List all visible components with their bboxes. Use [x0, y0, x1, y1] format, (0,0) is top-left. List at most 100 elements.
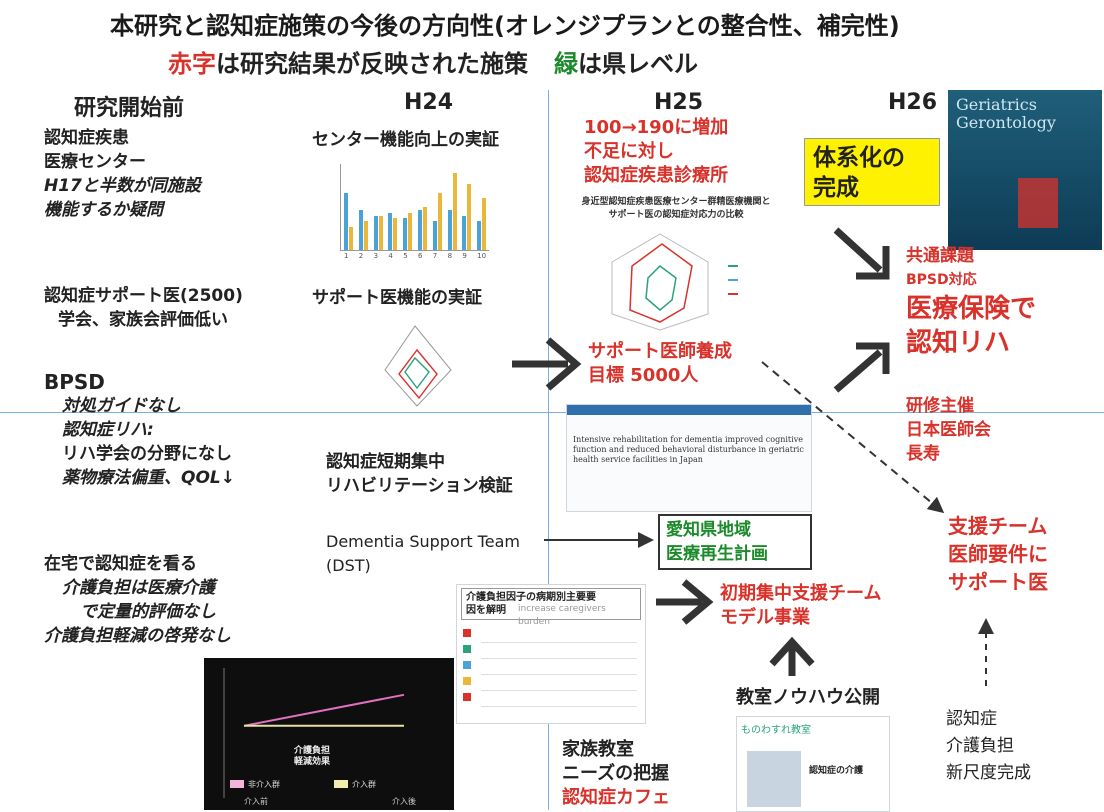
common-line1: 共通課題 [906, 246, 974, 266]
initial-team-line1: 初期集中支援チーム [720, 583, 882, 604]
bar-chart-tick-label: 5 [403, 252, 408, 260]
burden-title-1: 介護負担因子の病期別主要要 [466, 592, 596, 603]
bar-chart-bar [432, 221, 437, 250]
bar-chart-bar [373, 215, 378, 250]
bar-chart-bar [344, 192, 348, 250]
pre-center-line3: H17と半数が同施設 [44, 176, 201, 196]
h24-rehab-line1: 認知症短期集中 [326, 452, 445, 472]
h25-increase-line2: 不足に対し [584, 141, 674, 162]
h25-increase-block: 100→190に増加 不足に対し 認知症疾患診療所 [584, 116, 728, 188]
pre-center-line4: 機能するか疑問 [44, 200, 163, 220]
h24-center-label: センター機能向上の実証 [312, 130, 499, 150]
bar-chart-tick-label: 10 [477, 252, 487, 260]
bar-chart-bar [403, 218, 408, 250]
support-team-block: 支援チーム 医師要件に サポート医 [948, 512, 1048, 596]
arrow-up-to-initial-team [769, 636, 815, 676]
pre-center-block: 認知症疾患 医療センター H17と半数が同施設 機能するか疑問 [44, 126, 201, 222]
paper-line1: Intensive rehabilitation for dementia im… [573, 435, 803, 444]
dark-line-chart: 介護負担 軽減効果 非介入群 介入群 介入前 介入後 [204, 658, 454, 810]
bar-chart-bar [388, 212, 393, 250]
pre-support-block: 認知症サポート医(2500) 学会、家族会評価低い [44, 284, 243, 332]
pre-center-line2: 医療センター [44, 152, 146, 172]
systematize-line2: 完成 [813, 175, 859, 201]
dark-legend-swatch-2 [334, 780, 348, 788]
h25-support-train-block: サポート医師養成 目標 5000人 [588, 340, 732, 388]
burden-title: 介護負担因子の病期別主要要 因を解明 increase caregivers b… [461, 588, 641, 627]
common-line3: 医療保険で [906, 294, 1037, 324]
horizontal-divider [0, 412, 1104, 413]
team-line2: 医師要件に [948, 542, 1048, 566]
burden-title-2: 因を解明 [466, 605, 506, 616]
radar-chart [611, 233, 738, 331]
support-radar-small [384, 325, 452, 407]
bar-chart-tick-label: 1 [344, 252, 349, 260]
knowhow-label: 教室ノウハウ公開 [736, 687, 880, 708]
h25-increase-line3: 認知症疾患診療所 [584, 165, 728, 186]
dark-chart-label: 介護負担 軽減効果 [294, 746, 330, 768]
burden-row-marker-4 [463, 677, 471, 685]
h25-support-train-line1: サポート医師養成 [588, 341, 732, 362]
column-header-pre: 研究開始前 [74, 96, 185, 121]
pre-bpsd-block: BPSD 対処ガイドなし 認知症リハ: リハ学会の分野になし 薬物療法偏重、QO… [44, 370, 235, 490]
team-line1: 支援チーム [948, 514, 1048, 538]
bar-chart-tick-label: 3 [373, 252, 379, 260]
pre-support-line1: 認知症サポート医(2500) [44, 286, 243, 306]
bar-chart-bar [452, 172, 457, 250]
bar-chart-bar [363, 221, 368, 250]
bar-chart-bar [349, 227, 353, 250]
aichi-plan-box: 愛知県地域 医療再生計画 [658, 514, 812, 570]
training-line1: 研修主催 [906, 396, 974, 416]
dark-legend-1: 非介入群 [248, 780, 280, 789]
subtitle-red-key: 赤字 [168, 50, 216, 78]
bar-chart-bar [408, 212, 413, 250]
h24-support-label: サポート医機能の実証 [312, 288, 482, 308]
pre-bpsd-line4: リハ学会の分野になし [62, 444, 232, 464]
journal-cover: Geriatrics Gerontology [948, 90, 1102, 250]
journal-title-1: Geriatrics [956, 95, 1037, 114]
arrow-to-common-issue-lower [833, 342, 890, 393]
bar-chart-bar [477, 221, 482, 250]
h24-dst-line1: Dementia Support Team [326, 532, 520, 551]
journal-map-graphic [1018, 178, 1058, 228]
burden-row-marker-3 [463, 661, 471, 669]
bar-chart-bar [393, 218, 398, 250]
family-class-block: 家族教室 ニーズの把握 認知症カフェ [562, 738, 670, 810]
vertical-divider [548, 90, 549, 810]
initial-team-block: 初期集中支援チーム モデル事業 [720, 582, 881, 630]
pre-bpsd-line3: 認知症リハ: [62, 420, 154, 440]
paper-screenshot: Intensive rehabilitation for dementia im… [566, 404, 812, 512]
bar-chart-tick-label: 6 [418, 252, 423, 260]
bar-chart-tick-label: 7 [432, 252, 438, 260]
h24-rehab-line2: リハビリテーション検証 [326, 476, 513, 496]
bar-chart-bar [358, 209, 363, 250]
aichi-line1: 愛知県地域 [666, 520, 751, 540]
burden-row-marker-2 [463, 645, 471, 653]
h25-support-train-line2: 目標 5000人 [588, 365, 699, 386]
subtitle-mid: は研究結果が反映された施策 [216, 50, 528, 78]
pre-center-line1: 認知症疾患 [44, 128, 129, 148]
bar-chart-bar [378, 215, 383, 250]
bar-chart-tick-label: 4 [388, 252, 393, 260]
burden-overlay: increase caregivers burden [518, 604, 606, 627]
h24-rehab-block: 認知症短期集中 リハビリテーション検証 [326, 450, 513, 498]
bar-chart-bar [423, 207, 427, 250]
training-line3: 長寿 [906, 444, 940, 464]
pre-bpsd-line5: 薬物療法偏重、QOL↓ [62, 468, 235, 488]
website-photo [747, 751, 801, 807]
website-banner: ものわすれ教室 [741, 725, 811, 736]
dark-legend-swatch-1 [230, 780, 244, 788]
burden-row-marker-5 [463, 693, 471, 701]
pre-home-line1: 在宅で認知症を看る [44, 554, 197, 574]
bar-chart-plot [340, 164, 489, 251]
pre-home-block: 在宅で認知症を看る 介護負担は医療介護 で定量的評価なし 介護負担軽減の啓発なし [44, 552, 231, 648]
pre-support-line2: 学会、家族会評価低い [58, 310, 228, 330]
dark-chart-series-1 [243, 693, 405, 727]
h25-increase-line1: 100→190に増加 [584, 117, 729, 138]
paper-line2: function and reduced behavioral disturba… [573, 445, 804, 454]
burden-table-rows [481, 627, 637, 707]
dark-x-label-2: 介入後 [392, 797, 416, 806]
scale-line1: 認知症 [946, 709, 997, 729]
bar-chart-tick-label: 2 [358, 252, 364, 260]
radar-title-1: 身近型認知症疾患医療センター群精医療機関と [581, 197, 771, 207]
